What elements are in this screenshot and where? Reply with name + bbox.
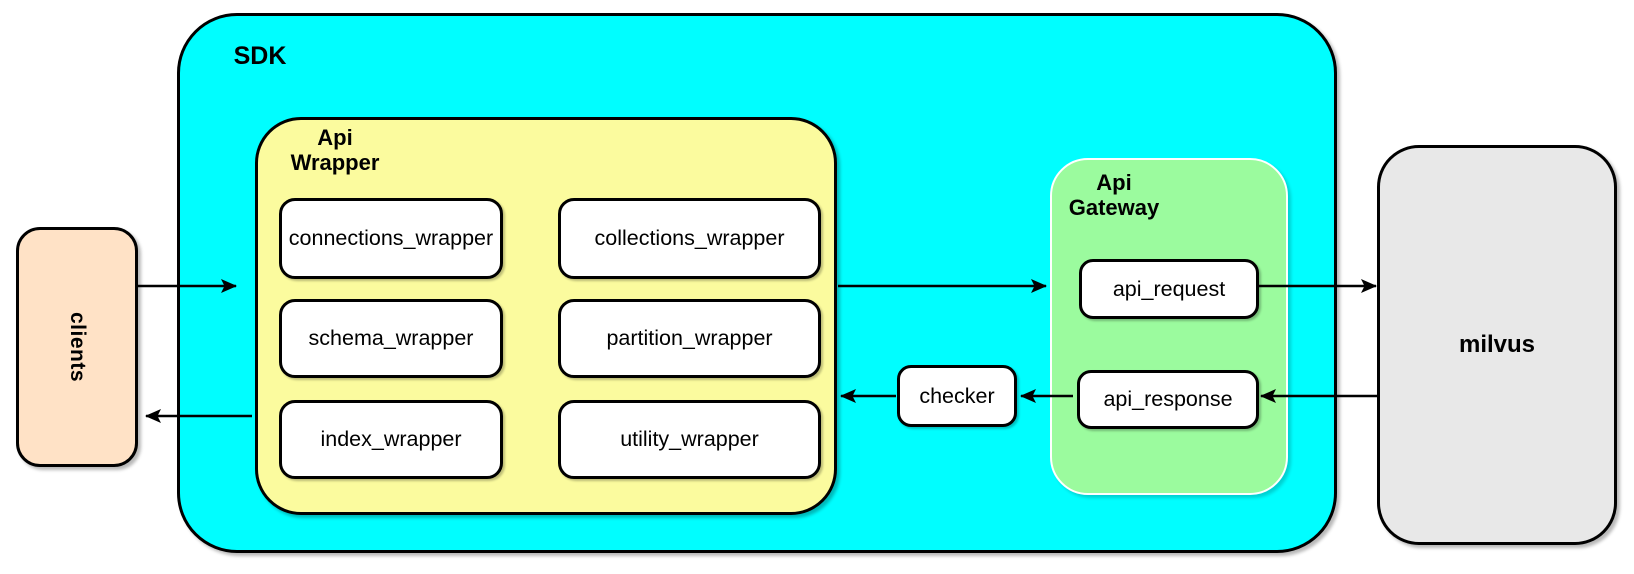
clients-label: clients — [66, 311, 89, 383]
milvus-label: milvus — [1458, 331, 1536, 358]
api-request-node: api_request — [1079, 259, 1259, 319]
wrapper-box-partition-label: partition_wrapper — [606, 326, 773, 350]
api-response-label: api_response — [1103, 387, 1233, 411]
api-request-label: api_request — [1112, 276, 1226, 301]
wrapper-box-utility-label: utility_wrapper — [620, 427, 759, 451]
checker-node: checker — [897, 365, 1017, 427]
api-response-node: api_response — [1077, 370, 1259, 429]
wrapper-box-schema: schema_wrapper — [279, 299, 503, 378]
wrapper-box-connections-label: connections_wrapper — [288, 226, 494, 250]
wrapper-box-schema-label: schema_wrapper — [308, 326, 474, 350]
wrapper-box-partition: partition_wrapper — [558, 299, 821, 378]
wrapper-box-index: index_wrapper — [279, 400, 503, 479]
checker-label: checker — [919, 383, 995, 408]
api-gateway-container: Api Gateway api_request api_response — [1050, 158, 1288, 495]
api-wrapper-label: Api Wrapper — [290, 125, 380, 176]
api-gateway-label: Api Gateway — [1068, 170, 1160, 221]
api-wrapper-container: Api Wrapper connections_wrapper collecti… — [255, 117, 837, 515]
wrapper-box-connections: connections_wrapper — [279, 198, 503, 279]
milvus-node: milvus — [1377, 145, 1617, 545]
sdk-label: SDK — [233, 42, 287, 70]
wrapper-box-index-label: index_wrapper — [320, 427, 462, 451]
wrapper-box-collections-label: collections_wrapper — [594, 226, 785, 250]
clients-node: clients — [16, 227, 138, 467]
wrapper-box-utility: utility_wrapper — [558, 400, 821, 479]
wrapper-box-collections: collections_wrapper — [558, 198, 821, 279]
